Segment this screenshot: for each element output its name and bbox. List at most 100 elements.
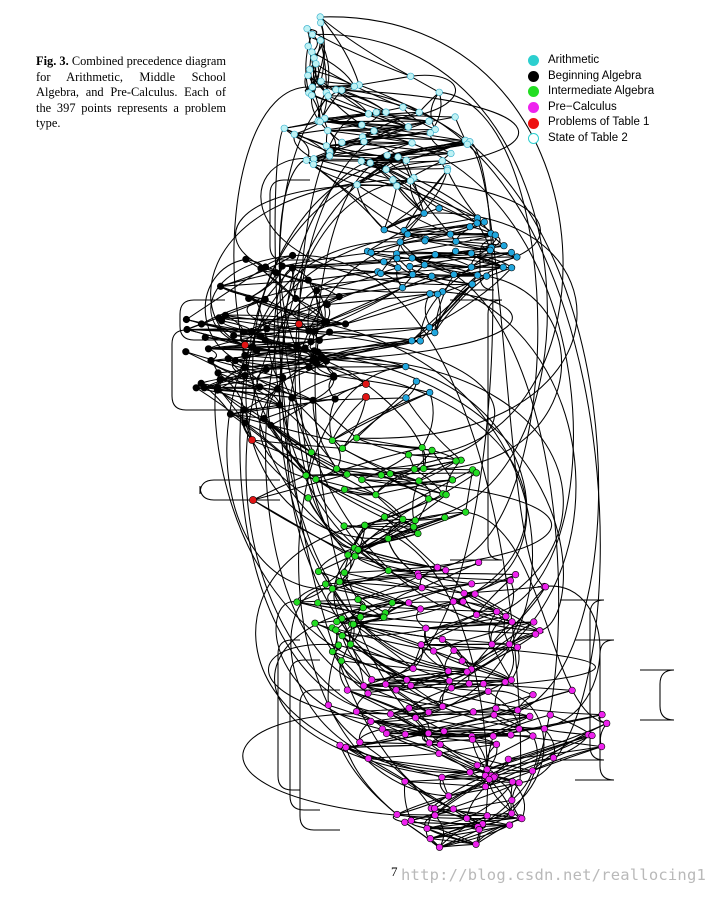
graph-node	[445, 792, 453, 800]
graph-node	[358, 121, 366, 129]
graph-node	[423, 824, 431, 833]
legend-swatch-beginning-algebra	[528, 70, 539, 82]
graph-node	[475, 558, 483, 567]
graph-node	[312, 60, 320, 68]
graph-node	[354, 546, 362, 554]
legend-item-problems-table-1: Problems of Table 1	[528, 115, 654, 131]
graph-node	[380, 513, 389, 521]
graph-node	[426, 129, 434, 137]
graph-node	[597, 742, 606, 751]
graph-node	[463, 814, 471, 823]
graph-node	[475, 825, 483, 834]
graph-node	[463, 140, 471, 148]
graph-node	[263, 325, 271, 333]
graph-node	[449, 805, 457, 813]
graph-node	[306, 65, 314, 74]
graph-node	[431, 251, 439, 259]
graph-node	[304, 276, 312, 284]
graph-node	[403, 676, 411, 684]
graph-node	[330, 373, 338, 381]
graph-node	[418, 444, 426, 452]
graph-node	[463, 668, 471, 676]
graph-node	[530, 618, 538, 626]
graph-node	[382, 108, 390, 116]
graph-node	[352, 707, 361, 716]
graph-node	[502, 612, 510, 621]
graph-node	[362, 380, 370, 388]
graph-node	[425, 739, 433, 747]
graph-node	[261, 295, 269, 304]
graph-node	[183, 325, 191, 334]
graph-node	[197, 320, 206, 328]
graph-node	[514, 706, 522, 714]
graph-node	[449, 597, 458, 606]
graph-node	[469, 708, 477, 716]
graph-node	[216, 376, 224, 384]
graph-node	[441, 513, 449, 522]
graph-node	[435, 204, 443, 212]
graph-node	[342, 743, 350, 752]
legend-item-beginning-algebra: Beginning Algebra	[528, 69, 654, 85]
graph-node	[349, 620, 358, 628]
graph-node	[412, 714, 420, 722]
graph-node	[483, 765, 491, 774]
graph-node	[431, 804, 439, 813]
graph-node	[409, 270, 417, 279]
graph-node	[204, 345, 213, 353]
graph-node	[356, 738, 364, 746]
graph-node	[372, 491, 380, 499]
graph-node	[508, 809, 516, 818]
graph-node	[401, 818, 409, 826]
graph-node	[230, 331, 238, 340]
graph-node	[316, 117, 324, 126]
graph-node	[273, 385, 282, 393]
graph-node	[387, 710, 395, 718]
graph-node	[428, 272, 436, 280]
graph-node	[240, 328, 248, 336]
graph-node	[405, 451, 413, 459]
graph-node	[305, 327, 313, 335]
graph-node	[447, 684, 455, 692]
graph-node	[410, 465, 419, 473]
graph-node	[405, 704, 413, 712]
graph-node	[394, 153, 402, 161]
graph-node	[362, 393, 370, 401]
graph-node	[332, 626, 340, 634]
graph-node	[430, 647, 438, 655]
graph-node	[518, 814, 526, 823]
graph-node	[492, 740, 501, 749]
graph-node	[221, 311, 229, 319]
graph-node	[315, 336, 324, 344]
graph-node	[540, 725, 549, 733]
graph-node	[331, 395, 339, 403]
graph-node	[508, 618, 516, 626]
graph-node	[422, 624, 430, 632]
graph-node	[313, 359, 321, 368]
figure-label: Fig. 3.	[36, 54, 69, 68]
graph-node	[304, 42, 312, 50]
graph-node	[515, 725, 523, 733]
graph-node	[401, 777, 409, 786]
graph-node	[290, 130, 298, 138]
graph-node	[280, 124, 288, 132]
graph-node	[485, 775, 493, 784]
graph-node	[384, 534, 392, 543]
graph-node	[435, 88, 443, 96]
graph-node	[364, 110, 373, 118]
graph-node	[407, 681, 415, 690]
graph-node	[242, 255, 250, 263]
graph-node	[416, 605, 425, 613]
graph-node	[307, 338, 315, 346]
graph-node	[408, 139, 416, 147]
caption-text: Combined precedence diagram for Arithmet…	[36, 54, 226, 131]
graph-node	[443, 166, 452, 174]
graph-node	[257, 332, 265, 340]
graph-node	[493, 607, 501, 616]
graph-node	[431, 125, 439, 134]
graph-node	[393, 810, 401, 819]
graph-node	[421, 261, 429, 269]
graph-node	[241, 372, 249, 380]
graph-node	[314, 348, 322, 356]
graph-node	[317, 19, 325, 27]
graph-node	[340, 485, 349, 494]
